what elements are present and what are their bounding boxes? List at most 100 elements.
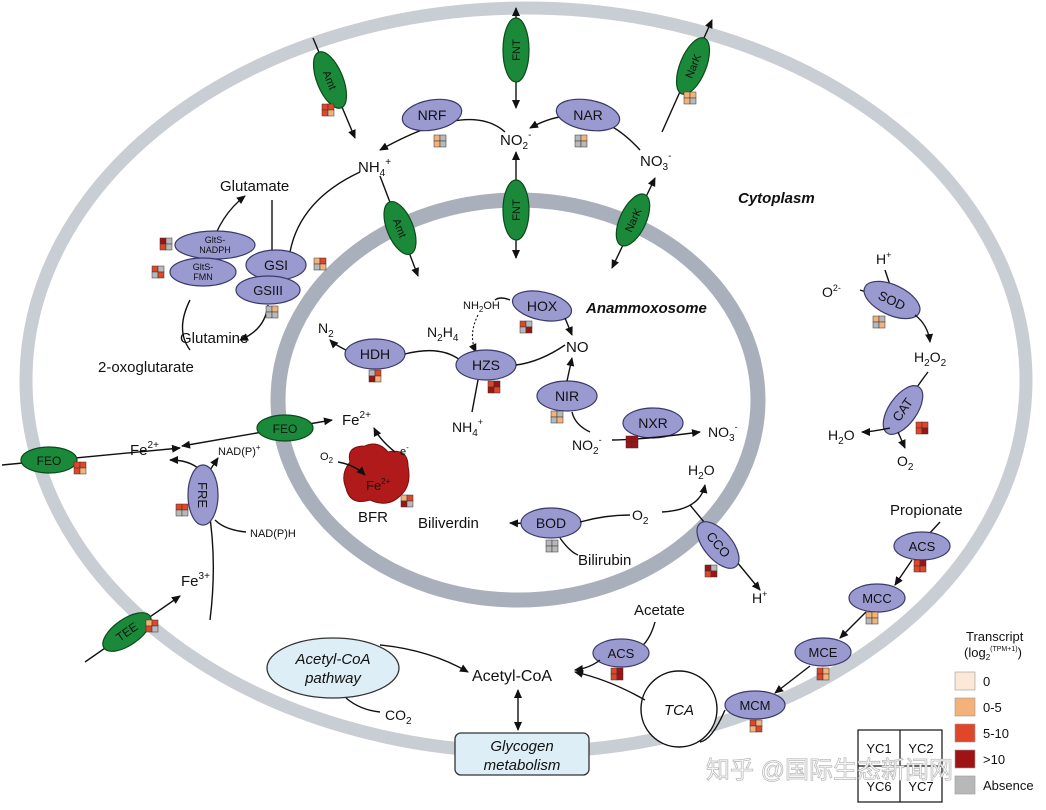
heatmap-glyph-22 (865, 611, 879, 625)
heatmap-glyph-14 (175, 503, 189, 517)
legend-title: Transcript (966, 629, 1024, 644)
bod-enzyme (520, 507, 582, 539)
heatmap-glyph-2 (574, 134, 588, 148)
transcript-heatmaps (73, 91, 929, 733)
h2o-label: H2O (688, 462, 715, 482)
h-cco-label: H+ (752, 589, 767, 606)
nxr-label: NXR (638, 415, 668, 431)
heatmap-glyph-7 (265, 305, 279, 319)
heatmap-glyph-1 (433, 134, 447, 148)
glutamate-label: Glutamate (220, 178, 289, 195)
heatmap-glyph-8 (519, 320, 533, 334)
mcm-label: MCM (739, 698, 770, 713)
nark-inner-transporter (615, 193, 651, 247)
heatmap-glyph-4 (159, 237, 173, 251)
fnt-inner-label: FNT (511, 199, 523, 221)
h2o-cat-label: H2O (828, 427, 855, 447)
feo-outer-transporter (20, 446, 78, 474)
hdh-label: HDH (360, 346, 390, 362)
hox-label: HOX (527, 298, 558, 314)
bilirubin-label: Bilirubin (578, 552, 631, 569)
nh2oh-label: NH2OH (463, 300, 500, 314)
gsiii-enzyme (235, 275, 301, 305)
fnt-outer-transporter (502, 17, 530, 83)
acs-acetate-label: ACS (608, 646, 635, 661)
legend-swatch-4 (954, 775, 976, 795)
heatmap-glyph-17 (545, 539, 559, 553)
fnt-inner-transporter (502, 179, 530, 241)
tca-cycle (640, 670, 718, 748)
acs-acetate-enzyme (592, 638, 650, 668)
legend-subtitle: (log2(TPM+1)) (964, 645, 1022, 662)
legend-label-2: 5-10 (983, 726, 1009, 741)
fre-enzyme (187, 464, 219, 526)
acetylcoa-pathway-box (266, 637, 400, 699)
nh4-inner-label: NH4+ (452, 417, 483, 439)
heatmap-glyph-25 (610, 667, 624, 681)
nadp-label: NAD(P)+ (218, 443, 261, 458)
o2minus-label: O2- (822, 283, 841, 300)
mce-enzyme (794, 637, 852, 667)
acetylcoa-label: Acetyl-CoA (472, 668, 552, 685)
tee-transporter (102, 612, 152, 652)
fe2-label: Fe2+ (130, 440, 159, 459)
heatmap-glyph-6 (313, 257, 327, 271)
gltS-fmn-label-2: FMN (193, 272, 213, 282)
glycogen-line1: Glycogen (490, 738, 553, 755)
gltS-fmn-label: GltS- (193, 262, 214, 272)
o2-bfr-label: O2 (320, 451, 334, 465)
heatmap-glyph-12 (625, 435, 639, 449)
fnt-outer-label: FNT (511, 39, 523, 61)
gltS-fmn-enzyme (169, 257, 237, 287)
outer-membrane (19, 1, 1033, 759)
heatmap-glyph-5 (151, 265, 165, 279)
watermark: 知乎 @国际生态新闻网 (706, 757, 953, 784)
legend-grid-yc7: YC7 (908, 779, 933, 794)
nadph-label: NAD(P)H (250, 528, 296, 540)
mcm-enzyme (724, 690, 786, 720)
nar-enzyme (555, 98, 621, 132)
co2-label: CO2 (385, 707, 412, 727)
mcc-label: MCC (862, 591, 892, 606)
legend-grid-yc1: YC1 (866, 741, 891, 756)
bod-label: BOD (536, 515, 566, 531)
heatmap-glyph-20 (915, 421, 929, 435)
heatmap-glyph-19 (872, 315, 886, 329)
legend-swatch-3 (954, 749, 976, 769)
no-label: NO (566, 339, 589, 356)
hox-enzyme (511, 290, 573, 322)
bfr-blob (343, 443, 410, 504)
o2-cat-label: O2 (897, 453, 914, 473)
heatmap-glyph-16 (145, 619, 159, 633)
fe2-inner-label: Fe2+ (342, 410, 371, 429)
nrf-label: NRF (418, 107, 447, 123)
hzs-label: HZS (472, 357, 500, 373)
h2o2-label: H2O2 (914, 349, 947, 369)
gsiii-label: GSIII (253, 283, 283, 298)
gsi-label: GSI (264, 257, 288, 273)
heatmap-glyph-24 (749, 719, 763, 733)
h-sod-label: H+ (876, 250, 891, 267)
glutamine-label: Glutamine (180, 330, 248, 347)
heatmap-glyph-15 (73, 461, 87, 475)
no3-inner-label: NO3- (708, 422, 738, 444)
gltS-nadph-label: GltS- (205, 235, 226, 245)
cat-enzyme (882, 385, 924, 435)
amt-inner-transporter (383, 200, 417, 256)
heatmap-glyph-21 (913, 559, 927, 573)
biliverdin-label: Biliverdin (418, 515, 479, 532)
n2-label: N2 (318, 320, 334, 340)
anammoxosome-membrane (270, 192, 766, 608)
heatmap-glyph-0 (321, 103, 335, 117)
o2-cco-label: O2 (632, 507, 649, 527)
feo-inner-transporter (256, 414, 314, 442)
mce-label: MCE (809, 645, 838, 660)
heatmap-glyph-11 (550, 410, 564, 424)
cytoplasm-label: Cytoplasm (738, 190, 815, 207)
heatmap-glyph-13 (400, 494, 414, 508)
legend-label-3: >10 (983, 752, 1005, 767)
legend-label-1: 0-5 (983, 700, 1002, 715)
anammoxosome-label: Anammoxosome (585, 300, 707, 317)
legend-swatch-2 (954, 723, 976, 743)
